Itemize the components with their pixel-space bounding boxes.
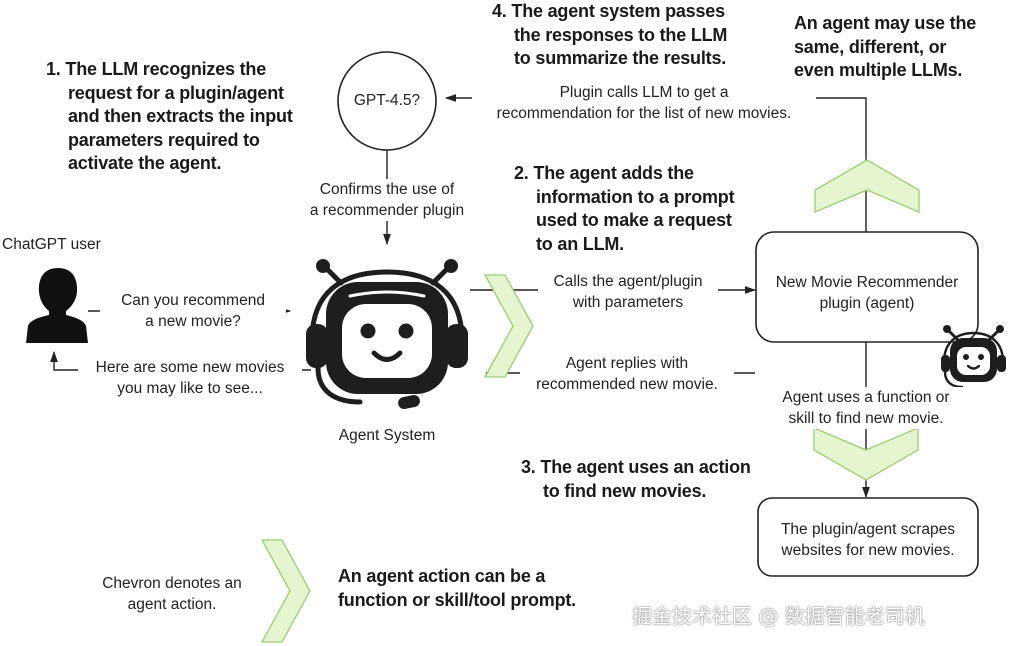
plugin-label: New Movie Recommender plugin (agent) [760, 272, 974, 314]
scraper-label-line: websites for new movies. [781, 542, 955, 559]
step1-line: 1. The LLM recognizes the [46, 59, 267, 79]
edge-label-line: Agent uses a function or [782, 389, 950, 406]
edge-label-line: Calls the agent/plugin [553, 273, 703, 290]
edge-label-line: Can you recommend [121, 292, 265, 309]
legend-chevron-icon [260, 539, 311, 643]
legend-line: An agent action can be a [338, 566, 546, 586]
legend-line: agent action. [127, 596, 217, 613]
step1-line: and then extracts the input [68, 106, 293, 126]
person-silhouette-icon [26, 268, 88, 343]
watermark: 掘金技术社区 @ 数据智能老司机 [632, 604, 925, 628]
step1-line: parameters required to [68, 129, 260, 150]
step3-line: to find new movies. [543, 480, 707, 501]
edge-label-plugin-reply: Agent replies with recommended new movie… [520, 353, 734, 395]
scraper-label-line: The plugin/agent scrapes [780, 521, 956, 538]
edge-label-confirm-plugin: Confirms the use of a recommender plugin [292, 179, 482, 221]
chevron-down-icon [813, 427, 919, 481]
step4-line: to summarize the results. [514, 48, 727, 68]
scraper-label: The plugin/agent scrapes websites for ne… [762, 519, 974, 561]
llm-label: GPT-4.5? [341, 90, 433, 111]
legend-chevron-label: Chevron denotes an agent action. [82, 573, 262, 615]
step1-annotation: 1. The LLM recognizes the request for a … [46, 58, 293, 176]
step3-annotation: 3. The agent uses an action to find new … [521, 456, 751, 503]
user-label: ChatGPT user [2, 234, 101, 255]
step3-line: 3. The agent uses an action [521, 457, 751, 477]
robot-headset-icon [306, 259, 468, 410]
step2-line: used to make a request [536, 210, 732, 230]
legend-action-note: An agent action can be a function or ski… [338, 565, 576, 612]
step1-line: activate the agent. [68, 153, 222, 173]
agent-system-label: Agent System [318, 425, 456, 446]
edge-label-line: you may like to see... [117, 380, 263, 397]
edge-label-line: recommendation for the list of new movie… [496, 105, 792, 122]
step1-line: request for a plugin/agent [68, 82, 284, 103]
multi-llm-line: even multiple LLMs. [794, 60, 963, 80]
step4-annotation: 4. The agent system passes the responses… [492, 0, 727, 71]
edge-label-line: with parameters [572, 294, 684, 311]
plugin-label-line: plugin (agent) [819, 295, 915, 312]
edge-label-call-plugin: Calls the agent/plugin with parameters [538, 271, 718, 313]
edge-label-line: recommended new movie. [536, 376, 718, 393]
step2-line: information to a prompt [536, 186, 735, 207]
legend-line: Chevron denotes an [102, 575, 242, 592]
edge-label-line: Here are some new movies [95, 359, 285, 376]
edge-label-line: skill to find new movie. [788, 410, 944, 427]
multi-llm-line: An agent may use the [794, 13, 977, 33]
edge-label-line: Plugin calls LLM to get a [559, 84, 729, 101]
step2-line: 2. The agent adds the [514, 163, 694, 183]
edge-label-line: Agent replies with [565, 355, 689, 372]
step2-annotation: 2. The agent adds the information to a p… [514, 162, 735, 256]
plugin-label-line: New Movie Recommender [775, 274, 959, 291]
edge-label-line: Confirms the use of [319, 181, 455, 198]
small-robot-icon [941, 325, 1006, 389]
chevron-right-icon [483, 274, 534, 378]
edge-label-agent-reply-user: Here are some new movies you may like to… [78, 357, 302, 399]
edge-label-find-movie: Agent uses a function or skill to find n… [768, 387, 964, 429]
edge-label-plugin-to-llm: Plugin calls LLM to get a recommendation… [472, 82, 816, 124]
edge-label-user-request: Can you recommend a new movie? [100, 290, 286, 332]
chevron-up-icon [814, 159, 920, 213]
edge-label-line: a recommender plugin [309, 202, 465, 219]
edge-label-line: a new movie? [145, 313, 241, 330]
legend-line: function or skill/tool prompt. [338, 589, 576, 610]
step4-line: 4. The agent system passes [492, 1, 725, 21]
multi-llm-line: same, different, or [794, 36, 947, 57]
step2-line: to an LLM. [536, 233, 624, 254]
step4-line: the responses to the LLM [514, 24, 728, 45]
multi-llm-annotation: An agent may use the same, different, or… [794, 12, 976, 83]
